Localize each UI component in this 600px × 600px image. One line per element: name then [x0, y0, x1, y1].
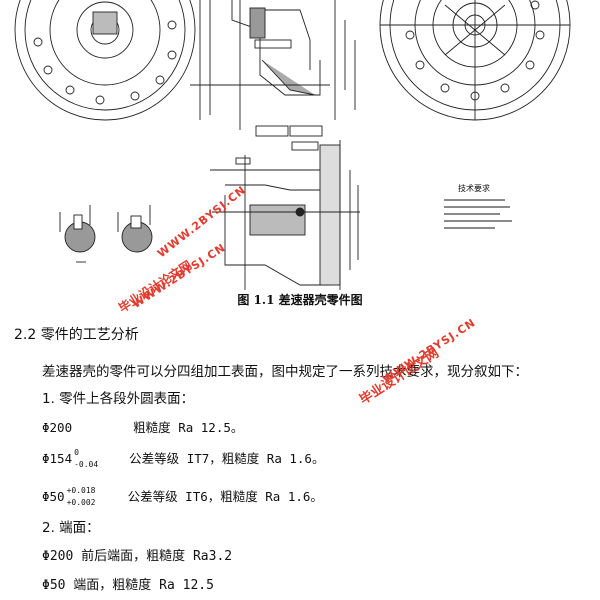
dimension-row: Φ50+0.018+0.002 公差等级 IT6，粗糙度 Ra 1.6。 — [42, 486, 323, 508]
figure-caption: 图 1.1 差速器壳零件图 — [237, 293, 363, 307]
dimension-desc: 公差等级 IT7，粗糙度 Ra 1.6。 — [129, 451, 325, 466]
tolerance: 0-0.04 — [74, 447, 99, 469]
tolerance: +0.018+0.002 — [66, 485, 96, 507]
dimension-value: Φ50 — [42, 489, 65, 504]
tech-requirements-title: 技术要求 — [458, 183, 490, 193]
end-face-item: Φ200 前后端面，粗糙度 Ra3.2 — [42, 549, 233, 564]
item1-title: 1. 零件上各段外圆表面： — [42, 391, 195, 407]
section-heading: 2.2 零件的工艺分析 — [14, 327, 139, 343]
dimension-value: Φ154 — [42, 451, 73, 466]
left-circular-view — [14, 0, 196, 121]
end-face-item: Φ50 端面，粗糙度 Ra 12.5 — [42, 578, 214, 593]
right-circular-view — [379, 0, 571, 121]
intro-paragraph: 差速器壳的零件可以分四组加工表面，图中规定了一系列技术要求，现分叙如下： — [42, 364, 528, 380]
tech-requirement-notes — [444, 199, 512, 229]
part-drawing: 技术要求 — [14, 0, 571, 290]
dimension-desc: 粗糙度 Ra 12.5。 — [133, 420, 244, 435]
dimension-value: Φ200 — [42, 420, 73, 435]
dimension-desc: 公差等级 IT6，粗糙度 Ra 1.6。 — [127, 489, 323, 504]
middle-section-view — [190, 0, 356, 137]
detail-views — [59, 205, 153, 263]
lower-section-view — [210, 140, 360, 290]
dimension-row: Φ200 粗糙度 Ra 12.5。 — [42, 417, 243, 436]
item2-title: 2. 端面： — [42, 520, 100, 536]
